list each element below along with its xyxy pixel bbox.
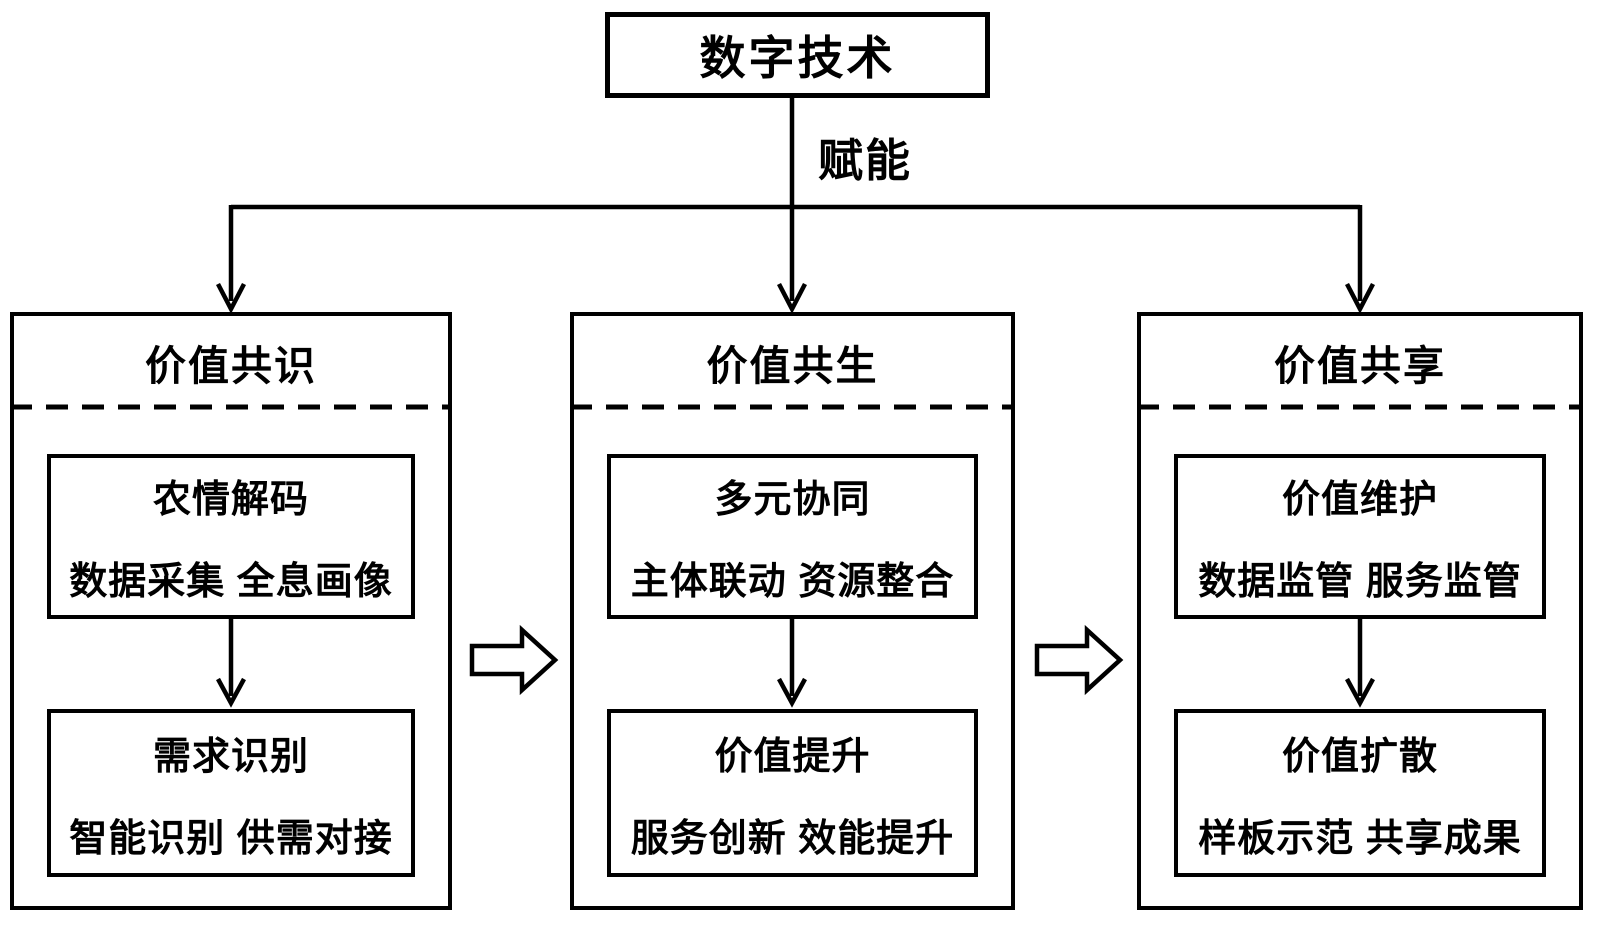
down-arrow-icon — [216, 677, 246, 708]
stage-box: 价值扩散 样板示范 共享成果 — [1174, 709, 1546, 877]
column-value-symbiosis: 价值共生 多元协同 主体联动 资源整合 价值提升 服务创新 效能提升 — [570, 312, 1015, 910]
right-arrow-icon — [1034, 624, 1124, 696]
top-box-label: 数字技术 — [699, 32, 896, 84]
top-box-digital-technology: 数字技术 — [605, 12, 990, 98]
column-title: 价值共享 — [1274, 343, 1446, 389]
down-arrow-icon — [216, 282, 246, 314]
stage-title-line: 价值维护 — [1281, 479, 1438, 521]
stage-title-line: 价值扩散 — [1281, 735, 1438, 778]
column-title: 价值共生 — [706, 343, 879, 389]
stage-detail-line: 服务创新 效能提升 — [630, 817, 955, 860]
stage-box: 价值提升 服务创新 效能提升 — [607, 709, 978, 877]
stage-title-line: 价值提升 — [714, 735, 871, 778]
column-title: 价值共识 — [145, 343, 317, 389]
stage-title-line: 农情解码 — [152, 479, 309, 521]
right-arrow-icon — [469, 624, 559, 696]
stage-detail-line: 数据采集 全息画像 — [69, 561, 393, 603]
stage-box: 农情解码 数据采集 全息画像 — [47, 454, 415, 619]
stage-detail-line: 数据监管 服务监管 — [1198, 561, 1522, 603]
down-arrow-icon — [1345, 677, 1375, 708]
empower-label: 赋能 — [818, 135, 913, 186]
column-value-sharing: 价值共享 价值维护 数据监管 服务监管 价值扩散 样板示范 共享成果 — [1137, 312, 1583, 910]
stage-title-line: 多元协同 — [714, 479, 871, 521]
stage-detail-line: 智能识别 供需对接 — [69, 817, 393, 860]
stage-detail-line: 样板示范 共享成果 — [1198, 817, 1522, 860]
stage-box: 价值维护 数据监管 服务监管 — [1174, 454, 1546, 619]
stage-title-line: 需求识别 — [152, 735, 309, 778]
down-arrow-icon — [777, 282, 807, 314]
down-arrow-icon — [1345, 282, 1375, 314]
stage-detail-line: 主体联动 资源整合 — [630, 561, 955, 603]
down-arrow-icon — [777, 677, 807, 708]
stage-box: 多元协同 主体联动 资源整合 — [607, 454, 978, 619]
stage-box: 需求识别 智能识别 供需对接 — [47, 709, 415, 877]
column-value-consensus: 价值共识 农情解码 数据采集 全息画像 需求识别 智能识别 供需对接 — [10, 312, 452, 910]
